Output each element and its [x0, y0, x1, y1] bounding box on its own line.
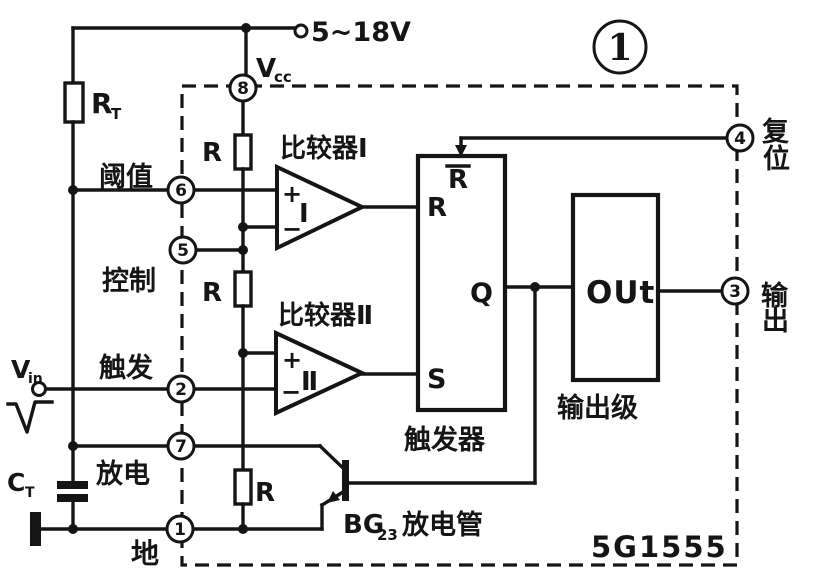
flipflop-r-label: R [427, 193, 447, 223]
ground-symbol [30, 512, 41, 546]
resistor-r1-body [233, 133, 253, 171]
output-stage-label: 输出级 [557, 392, 638, 424]
vin-terminal [31, 381, 47, 397]
flipflop-s-label: S [427, 364, 446, 395]
rt-label: R [91, 87, 113, 120]
junction-ground-r3 [238, 524, 248, 534]
junction-node2-plus [238, 348, 248, 358]
comparator2-minus: − [281, 378, 301, 406]
transistor-emitter-arrow [327, 491, 340, 503]
pin-8-number: 8 [237, 79, 249, 99]
comparator1-label: 比较器Ⅰ [280, 133, 368, 164]
comparator2-symbol: Ⅱ [301, 367, 318, 397]
pin-7-name: 放电 [95, 458, 150, 490]
trigger-pulse-waveform-icon [6, 400, 54, 434]
vin-label-sub: in [28, 371, 43, 387]
capacitor-ct-bottom-plate [57, 494, 88, 502]
pin-8-circle [228, 73, 258, 103]
figure-number-circle [592, 19, 648, 75]
rt-label-sub: T [111, 105, 122, 123]
pin-3-circle [720, 276, 750, 306]
ct-label: C [7, 468, 25, 497]
resistor-r2-body [233, 270, 253, 308]
ct-label-sub: T [25, 485, 35, 501]
pin-1-number: 1 [174, 520, 186, 540]
pin-2-number: 2 [175, 380, 187, 400]
vcc-label: V [256, 54, 276, 84]
figure-number: 1 [607, 27, 632, 69]
power-terminal [293, 23, 309, 39]
pin-6-number: 6 [175, 181, 187, 201]
flipflop-q-label: Q [470, 278, 493, 309]
pin-1-circle [165, 514, 195, 544]
pin-4-name-char1: 复 [762, 117, 790, 148]
pin-7-circle [166, 431, 196, 461]
junction-threshold [68, 185, 78, 195]
resistor-r3-body [233, 468, 253, 506]
comparator2-triangle [274, 329, 367, 417]
junction-rail [241, 23, 251, 33]
comparator1-minus: − [282, 215, 302, 243]
capacitor-ct-top-plate [57, 481, 88, 489]
pin-5-name: 控制 [102, 266, 156, 297]
pin-6-circle [166, 175, 196, 205]
pin-3-number: 3 [729, 282, 741, 302]
junction-q-base [530, 282, 540, 292]
transistor-designator: BG [343, 510, 384, 540]
transistor-label: 放电管 [401, 509, 483, 541]
reset-arrowhead [455, 145, 467, 157]
flipflop-label: 触发器 [404, 424, 486, 456]
vin-label: V [11, 355, 31, 384]
pin-6-name: 阈值 [99, 162, 153, 193]
transistor-collector-lead [317, 443, 347, 472]
r1-label: R [202, 138, 222, 168]
comparator2-label: 比较器Ⅱ [278, 300, 373, 331]
r2-label: R [202, 278, 222, 308]
flipflop-box [415, 153, 508, 413]
pin-3-name-char2: 出 [762, 306, 789, 337]
flipflop-resetbar-label: R [448, 165, 468, 195]
chip-name: 5G1555 [591, 530, 728, 564]
pin-3-name-char1: 输 [761, 280, 789, 312]
pin-7-number: 7 [175, 437, 187, 457]
transistor-base-bar [342, 460, 349, 501]
output-stage-box [570, 192, 661, 383]
pin-5-number: 5 [177, 241, 189, 261]
pin-2-circle [166, 374, 196, 404]
ic-dashed-boundary [180, 84, 739, 567]
output-stage-box-text: OUt [586, 275, 655, 311]
comparator2-plus: + [282, 346, 302, 374]
pin-5-circle [168, 235, 198, 265]
comparator1-symbol: Ⅰ [299, 199, 309, 229]
junction-ground-left [68, 524, 78, 534]
pin-4-name-char2: 位 [763, 143, 790, 175]
junction-node1-minus [238, 222, 248, 232]
pin-4-number: 4 [734, 129, 746, 149]
pin-4-circle [725, 123, 755, 153]
comparator1-triangle [275, 163, 367, 252]
pin-1-name: 地 [131, 537, 159, 570]
transistor-designator-sub: 23 [377, 526, 398, 544]
power-voltage-label: 5~18V [311, 17, 411, 48]
r3-label: R [255, 478, 275, 508]
comparator1-plus: + [282, 180, 302, 208]
junction-discharge [68, 441, 78, 451]
vcc-label-sub: cc [274, 68, 292, 86]
junction-node1-control [238, 245, 248, 255]
pin-2-name: 触发 [99, 352, 153, 384]
resistor-rt-body [63, 81, 85, 124]
